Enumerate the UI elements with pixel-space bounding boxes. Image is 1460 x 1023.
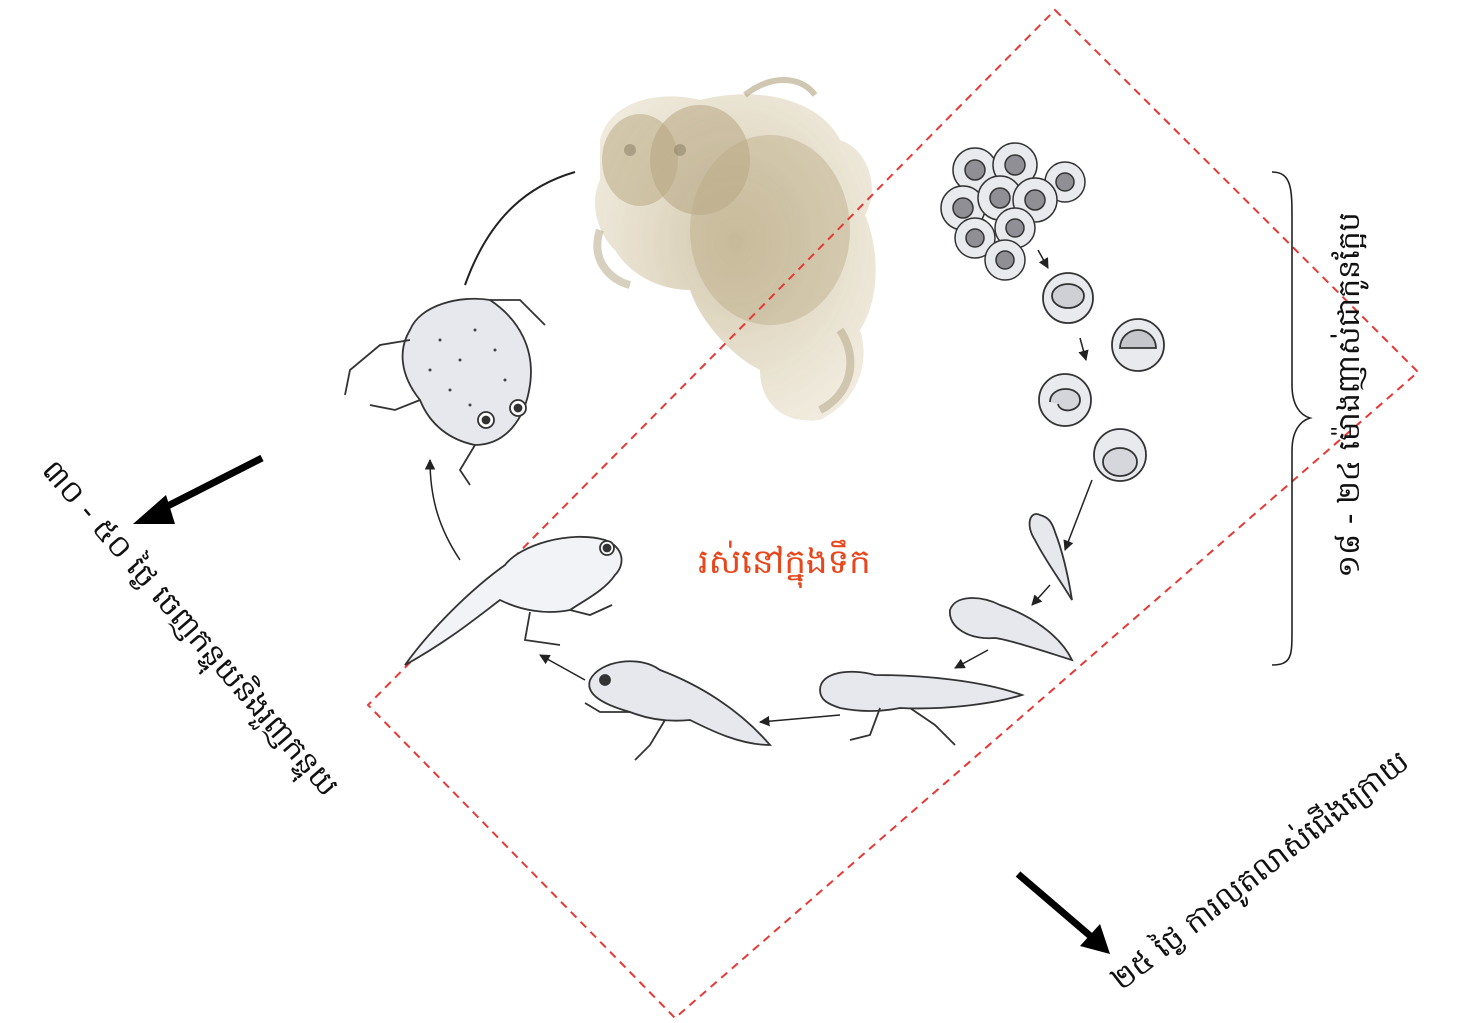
- arrow-icon: [760, 715, 840, 722]
- arrow-icon: [1038, 250, 1048, 268]
- arrow-icon: [1080, 338, 1086, 360]
- adult-toads-photo: [595, 80, 876, 421]
- arrow-icon: [955, 650, 988, 668]
- arrow-icon: [540, 655, 585, 680]
- young-frog-icon: [405, 537, 622, 665]
- embryo-icon: [1039, 273, 1164, 481]
- arrow-icon: [430, 460, 460, 560]
- cycle-arc: [465, 172, 575, 285]
- center-label: រស់នៅក្នុងទឹក: [698, 540, 871, 590]
- arrow-icon: [1018, 874, 1095, 940]
- right-stage-label: ១៨ - ២៤ ម៉ោងញាស់ជាកូនក្អែប: [1330, 212, 1374, 577]
- arrow-icon: [1065, 480, 1092, 550]
- arrow-icon: [1032, 585, 1050, 605]
- arrow-head-icon: [133, 495, 175, 524]
- egg-cluster-icon: [941, 143, 1085, 280]
- adult-frog-icon: [345, 299, 545, 485]
- froglet-icon: [585, 661, 770, 760]
- right-brace: [1272, 172, 1310, 665]
